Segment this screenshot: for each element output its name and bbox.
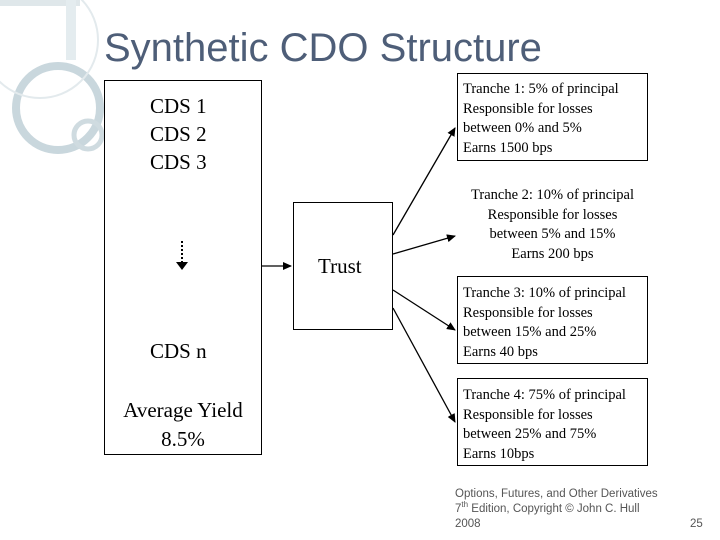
tranche-responsibility: Responsible for losses	[463, 304, 593, 321]
decor-top-bar	[0, 0, 80, 6]
tranche-4-text: Tranche 4: 75% of principal Responsible …	[463, 386, 626, 464]
page-number: 25	[690, 518, 703, 530]
cds-item: CDS 1	[150, 94, 207, 118]
footer-line-3: 2008	[455, 518, 481, 530]
arrow-to-tranche-1	[392, 127, 456, 236]
cds-item: CDS 2	[150, 122, 207, 146]
tranche-box-1	[457, 73, 648, 161]
decor-circle-large	[12, 62, 104, 154]
decor-circle-small	[71, 118, 105, 152]
down-arrowhead-icon	[176, 262, 188, 270]
tranche-range: between 5% and 15%	[489, 226, 616, 242]
tranche-earnings: Earns 10bps	[463, 445, 535, 462]
average-yield-label: Average Yield	[123, 398, 243, 422]
tranche-name: Tranche 2: 10% of principal	[471, 187, 634, 203]
tranche-range: between 25% and 75%	[463, 426, 597, 442]
tranche-2-text: Tranche 2: 10% of principal Responsible …	[457, 186, 648, 264]
footer-edition-number: 7	[455, 503, 462, 515]
copyright-footer: Options, Futures, and Other Derivatives …	[455, 487, 658, 532]
tranche-name: Tranche 4: 75% of principal	[463, 387, 626, 403]
cds-item: CDS 3	[150, 150, 207, 174]
slide-title: Synthetic CDO Structure	[104, 26, 542, 70]
tranche-3-text: Tranche 3: 10% of principal Responsible …	[463, 284, 626, 362]
trust-label: Trust	[318, 254, 362, 278]
footer-line-2: 7th Edition, Copyright © John C. Hull	[455, 500, 658, 517]
footer-line-1: Options, Futures, and Other Derivatives	[455, 488, 658, 500]
arrow-to-tranche-2	[392, 234, 456, 255]
arrow-to-tranche-4	[392, 307, 456, 423]
trust-box	[293, 202, 393, 330]
tranche-box-4	[457, 378, 648, 466]
tranche-earnings: Earns 1500 bps	[463, 139, 553, 156]
tranche-name: Tranche 3: 10% of principal	[463, 285, 626, 301]
tranche-name: Tranche 1: 5% of principal	[463, 81, 619, 97]
footer-edition-suffix: th	[461, 500, 469, 510]
cds-item-last: CDS n	[150, 339, 207, 363]
tranche-earnings: Earns 200 bps	[511, 245, 594, 262]
average-yield-value: 8.5%	[161, 427, 205, 451]
tranche-box-3	[457, 276, 648, 364]
tranche-earnings: Earns 40 bps	[463, 343, 538, 360]
arrow-to-tranche-3	[392, 289, 456, 331]
tranche-responsibility: Responsible for losses	[463, 406, 593, 423]
footer-copyright: Edition, Copyright © John C. Hull	[468, 503, 640, 515]
tranche-range: between 0% and 5%	[463, 120, 582, 136]
tranche-responsibility: Responsible for losses	[463, 100, 593, 117]
decor-left-strip	[66, 0, 76, 60]
tranche-responsibility: Responsible for losses	[487, 206, 618, 223]
tranche-1-text: Tranche 1: 5% of principal Responsible f…	[463, 80, 619, 158]
tranche-range: between 15% and 25%	[463, 324, 597, 340]
decor-circle-outer	[0, 0, 99, 99]
